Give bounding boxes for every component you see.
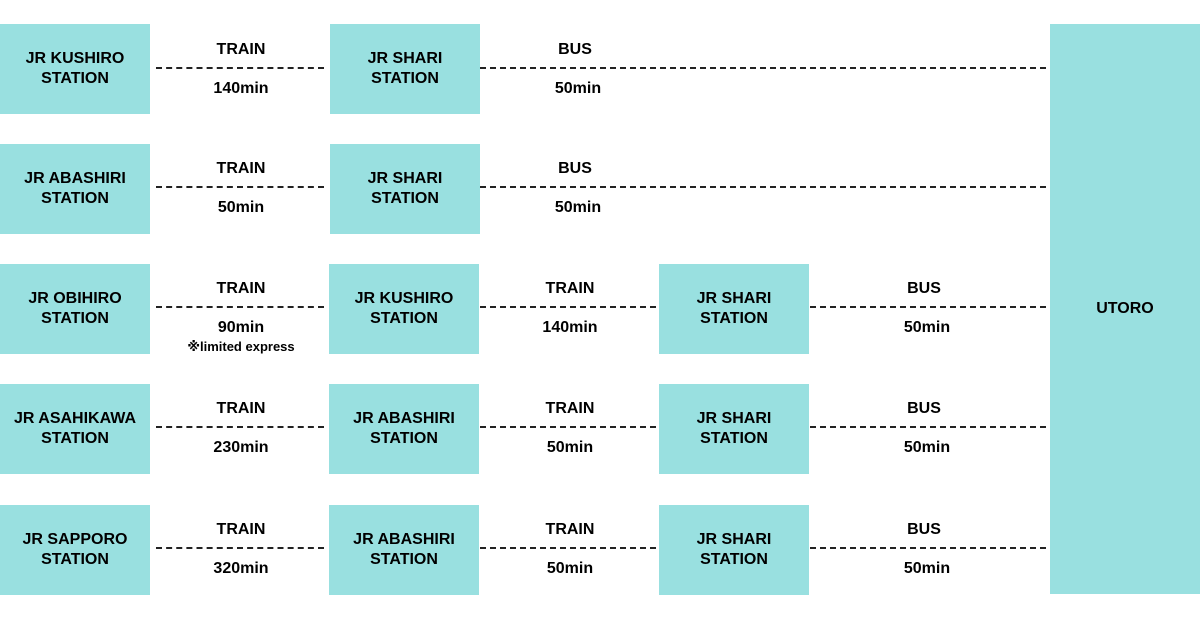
transport-mode: TRAIN [545,400,595,417]
travel-time: 50min [546,560,594,577]
station-box: JR SAPPORO STATION [0,505,150,595]
station-name: JR ABASHIRI [24,170,126,187]
transport-mode: TRAIN [545,521,595,538]
transport-mode: TRAIN [216,280,266,297]
station-name: JR SHARI [696,410,772,427]
station-suffix: STATION [700,310,768,327]
station-name: JR KUSHIRO [354,290,454,307]
station-name: JR ASAHIKAWA [13,410,137,427]
route-dashed-line [156,426,324,428]
station-box: JR SHARI STATION [659,264,809,354]
utoro-label: UTORO [1096,300,1154,317]
route-dashed-line [480,426,656,428]
station-suffix: STATION [41,190,109,207]
travel-time: 50min [903,560,951,577]
transport-mode: BUS [907,521,941,538]
travel-time: 320min [213,560,269,577]
station-suffix: STATION [700,430,768,447]
travel-time: 50min [217,199,265,216]
travel-time: 230min [213,439,269,456]
station-suffix: STATION [370,430,438,447]
station-suffix: STATION [700,551,768,568]
route-dashed-line [480,67,1046,69]
station-suffix: STATION [370,310,438,327]
route-dashed-line [810,547,1046,549]
station-box: JR ABASHIRI STATION [0,144,150,234]
station-name: JR SHARI [367,50,443,67]
station-suffix: STATION [370,551,438,568]
route-dashed-line [156,306,324,308]
station-name: JR SHARI [696,531,772,548]
station-suffix: STATION [371,190,439,207]
station-box: JR ABASHIRI STATION [329,384,479,474]
route-dashed-line [810,306,1046,308]
transport-mode: TRAIN [216,400,266,417]
station-name: JR OBIHIRO [28,290,122,307]
route-dashed-line [480,306,656,308]
travel-time: 50min [554,199,602,216]
transport-mode: BUS [907,400,941,417]
station-box: JR OBIHIRO STATION [0,264,150,354]
station-box: JR SHARI STATION [330,24,480,114]
transport-mode: TRAIN [216,160,266,177]
station-name: JR ABASHIRI [353,531,455,548]
transport-mode: TRAIN [216,521,266,538]
transport-mode: BUS [558,41,592,58]
transport-mode: BUS [907,280,941,297]
station-suffix: STATION [41,310,109,327]
travel-time: 50min [903,319,951,336]
transport-mode: TRAIN [216,41,266,58]
travel-time: 90min [217,319,265,336]
station-box: JR ASAHIKAWA STATION [0,384,150,474]
travel-time: 140min [542,319,598,336]
station-name: JR SAPPORO [22,531,128,548]
route-dashed-line [156,67,324,69]
station-name: JR KUSHIRO [25,50,125,67]
route-dashed-line [480,186,1046,188]
station-box: JR SHARI STATION [330,144,480,234]
station-name: JR SHARI [367,170,443,187]
station-suffix: STATION [41,70,109,87]
route-dashed-line [810,426,1046,428]
route-dashed-line [156,186,324,188]
limited-express-note: ※limited express [187,339,295,354]
station-box: JR ABASHIRI STATION [329,505,479,595]
route-dashed-line [156,547,324,549]
station-box: JR SHARI STATION [659,384,809,474]
station-suffix: STATION [41,430,109,447]
station-box: JR SHARI STATION [659,505,809,595]
station-name: JR ABASHIRI [353,410,455,427]
station-box: JR KUSHIRO STATION [0,24,150,114]
travel-time: 50min [903,439,951,456]
travel-time: 140min [213,80,269,97]
transport-mode: BUS [558,160,592,177]
transport-mode: TRAIN [545,280,595,297]
station-box: JR KUSHIRO STATION [329,264,479,354]
station-suffix: STATION [371,70,439,87]
travel-time: 50min [554,80,602,97]
station-suffix: STATION [41,551,109,568]
travel-time: 50min [546,439,594,456]
utoro-destination-box: UTORO [1050,24,1200,594]
station-name: JR SHARI [696,290,772,307]
route-dashed-line [480,547,656,549]
